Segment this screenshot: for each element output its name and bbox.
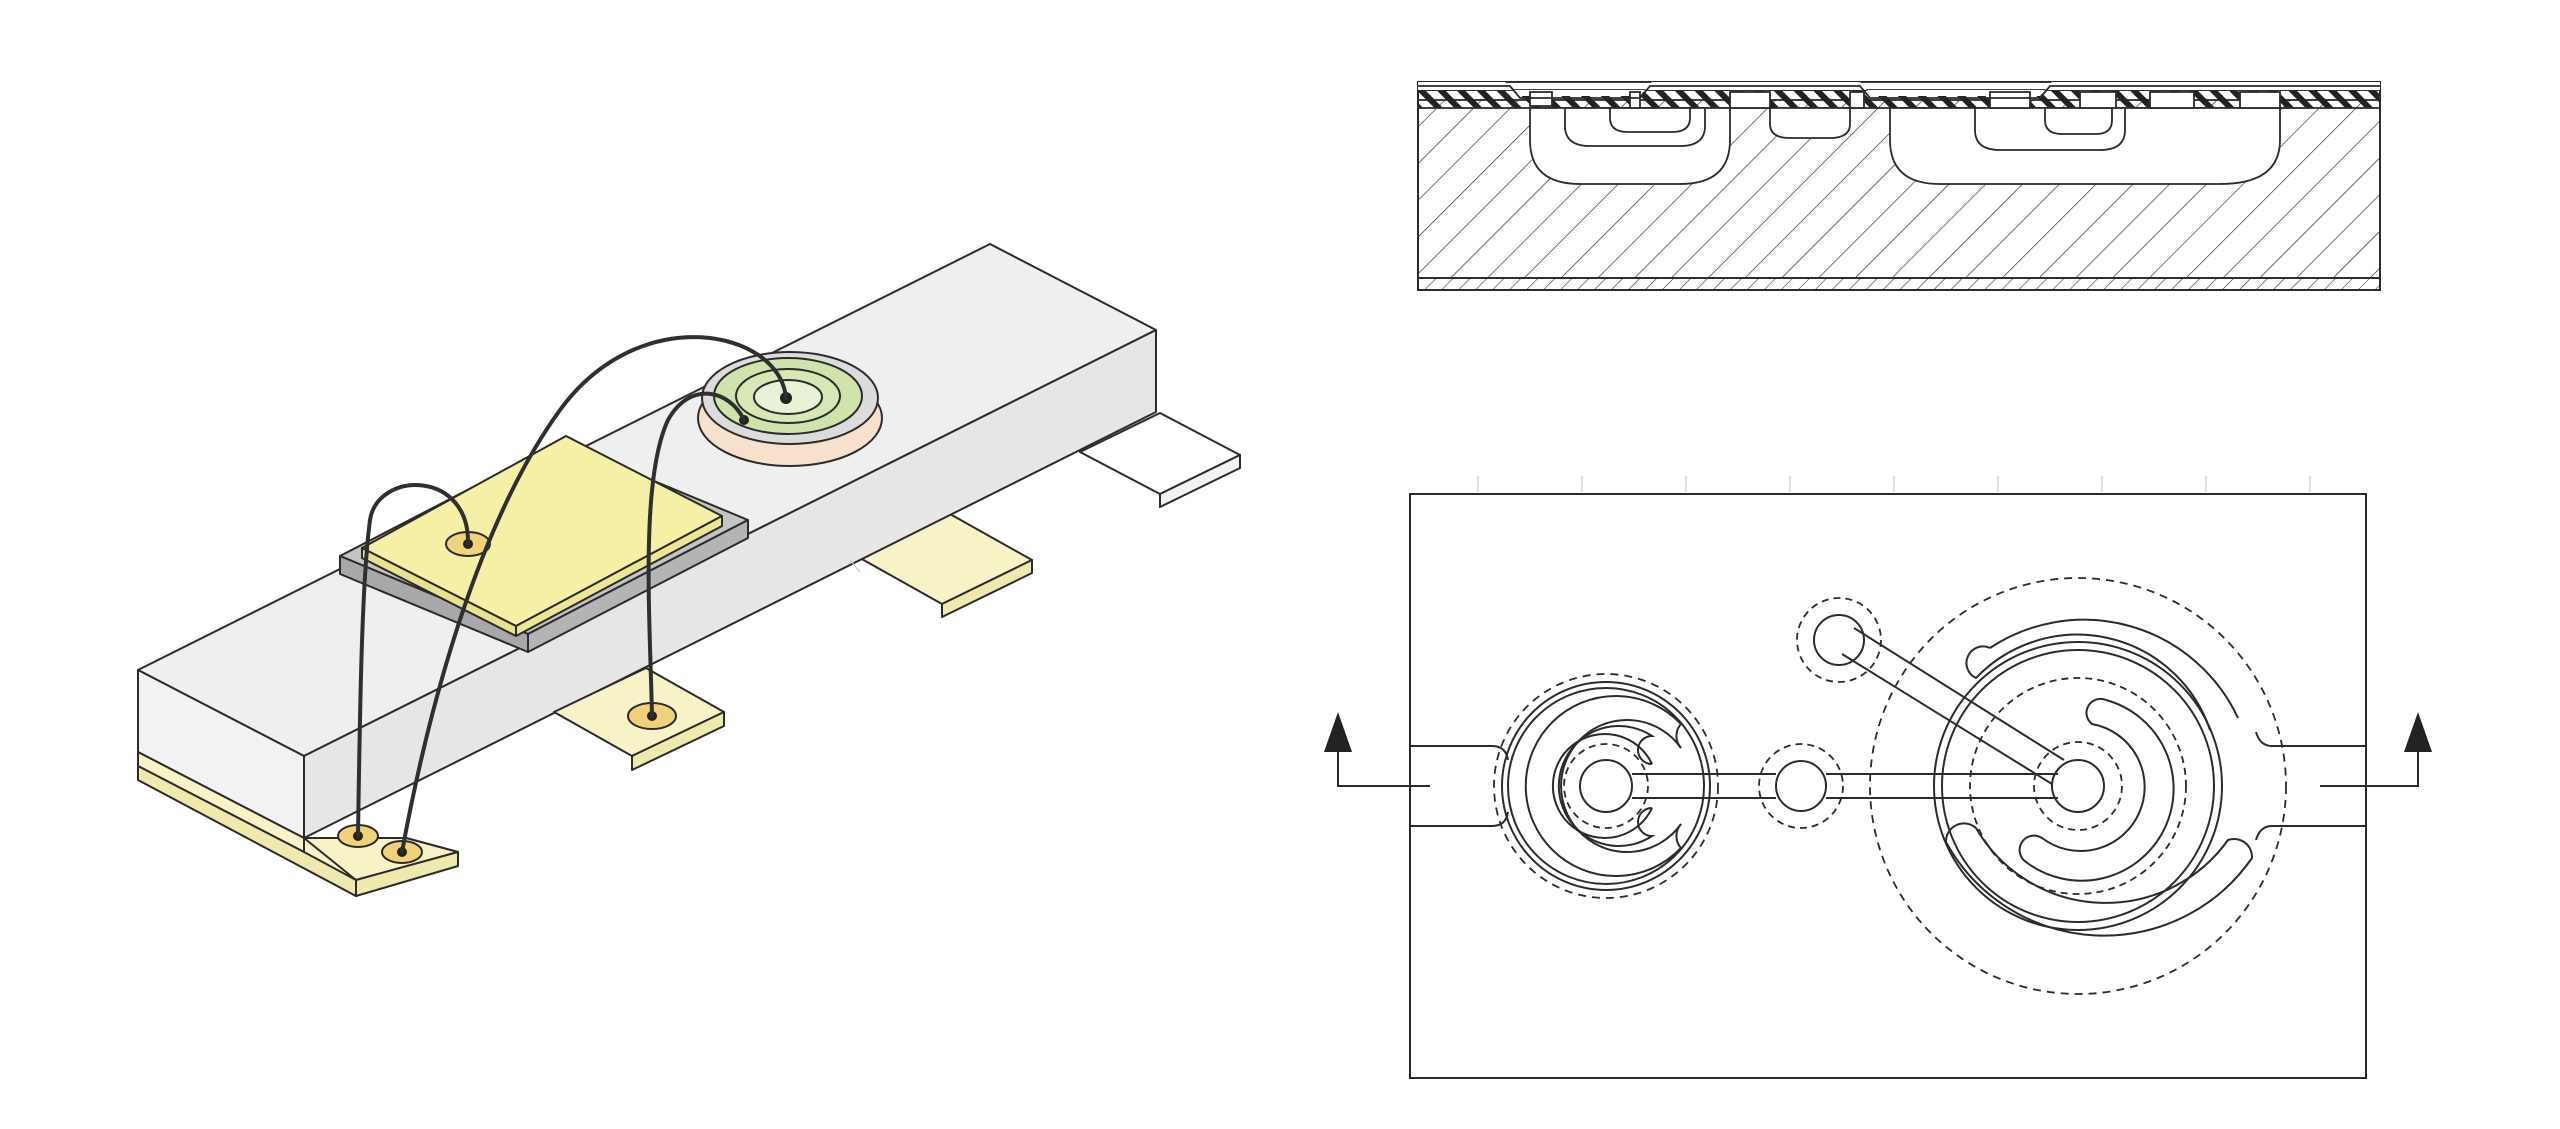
cross-section-panel: [1417, 81, 2381, 291]
ring-electrode: [697, 351, 883, 467]
spiral-electrode-right: [1869, 577, 2366, 995]
isometric-assembly-panel: [137, 243, 1241, 897]
spiral-electrode-left: [1410, 673, 1719, 899]
connecting-traces: [1632, 627, 2065, 799]
lead-tab-rear: [1079, 412, 1241, 508]
arrow-up-icon: [2404, 712, 2432, 752]
doped-wells: [1529, 107, 2281, 185]
backside-layer: [1417, 277, 2381, 291]
contact-pad-upper: [1796, 597, 1882, 683]
section-arrow-left: [1324, 712, 1430, 787]
arrow-up-icon: [1324, 712, 1352, 752]
section-ticks: [849, 476, 2311, 573]
layout-plan-panel: [849, 476, 2432, 1079]
semiconductor-die: [339, 435, 749, 653]
bond-wires: [356, 335, 788, 854]
contact-pad-middle: [1758, 743, 1844, 829]
lead-frame-strip: [137, 751, 459, 897]
lead-tab-front: [553, 667, 725, 771]
section-arrow-right: [2320, 712, 2432, 787]
